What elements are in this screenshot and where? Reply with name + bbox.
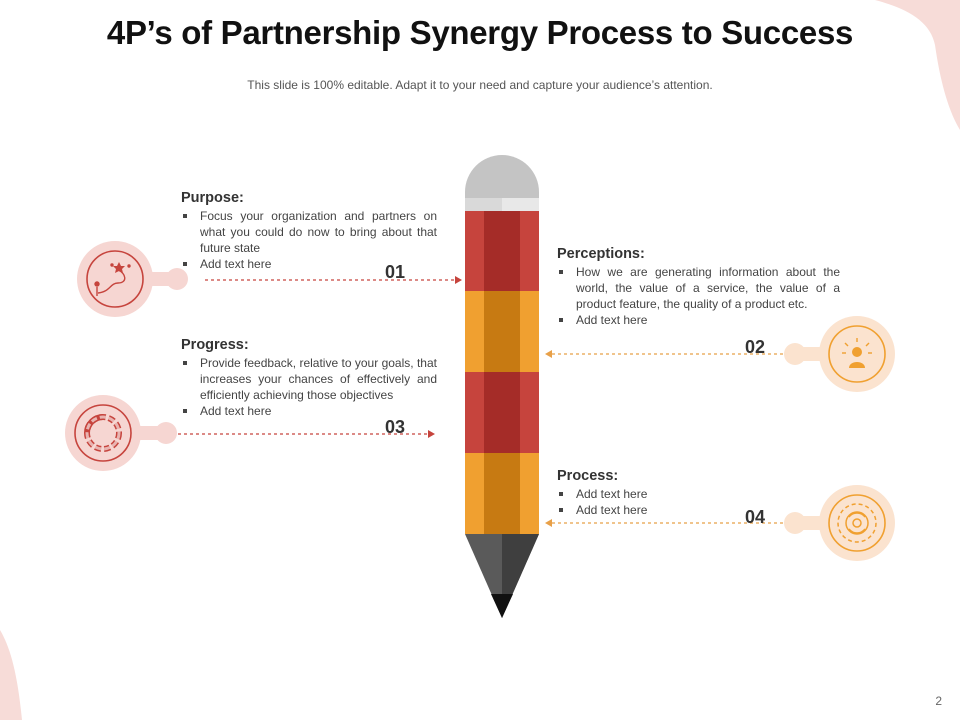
step-03-bullet-2: Add text here [181,403,437,419]
step-01-bullet-2: Add text here [181,256,437,272]
step-02-number: 02 [745,337,766,357]
progress-ring-icon [84,414,122,452]
step-04-title: Process: [557,468,619,484]
page-subtitle: This slide is 100% editable. Adapt it to… [247,78,713,92]
step-03-title: Progress: [181,337,249,353]
page-title: 4P’s of Partnership Synergy Process to S… [106,14,854,51]
corner-decoration-bottom-left [0,630,22,720]
pencil-eraser [465,155,539,198]
step-04-text: Process: Add text here Add text here [557,468,757,518]
step-02-text: Perceptions: How we are generating infor… [557,246,840,328]
goal-path-icon [94,262,131,296]
corner-decoration-top-right [875,0,960,130]
step-04-bullets: Add text here Add text here [557,486,757,518]
connector-01 [205,276,462,284]
connector-03 [178,430,435,438]
icon-badge-01 [77,241,188,317]
step-02-bullets: How we are generating information about … [557,264,840,328]
step-03-text: Progress: Provide feedback, relative to … [181,337,437,419]
step-01-bullets: Focus your organization and partners on … [181,208,437,272]
connector-02 [545,350,790,358]
pencil [465,155,539,618]
step-04-bullet-1: Add text here [557,486,757,502]
step-02-title: Perceptions: [557,246,645,262]
step-03-bullets: Provide feedback, relative to your goals… [181,355,437,419]
pencil-lead [491,594,513,618]
step-01-text: Purpose: Focus your organization and par… [181,190,437,272]
gear-cycle-icon [837,503,877,543]
step-04-bullet-2: Add text here [557,502,757,518]
step-03-bullet-1: Provide feedback, relative to your goals… [181,355,437,403]
icon-badge-03 [65,395,177,471]
icon-badge-02 [784,316,895,392]
step-01-number: 01 [385,262,406,282]
step-03-number: 03 [385,417,406,437]
connector-04 [545,519,790,527]
step-01-title: Purpose: [181,190,244,206]
person-idea-icon [842,338,872,368]
step-02-bullet-1: How we are generating information about … [557,264,840,312]
step-02-bullet-2: Add text here [557,312,840,328]
step-04-number: 04 [745,507,766,527]
step-01-bullet-1: Focus your organization and partners on … [181,208,437,256]
icon-badge-04 [784,485,895,561]
page-number: 2 [935,694,942,708]
